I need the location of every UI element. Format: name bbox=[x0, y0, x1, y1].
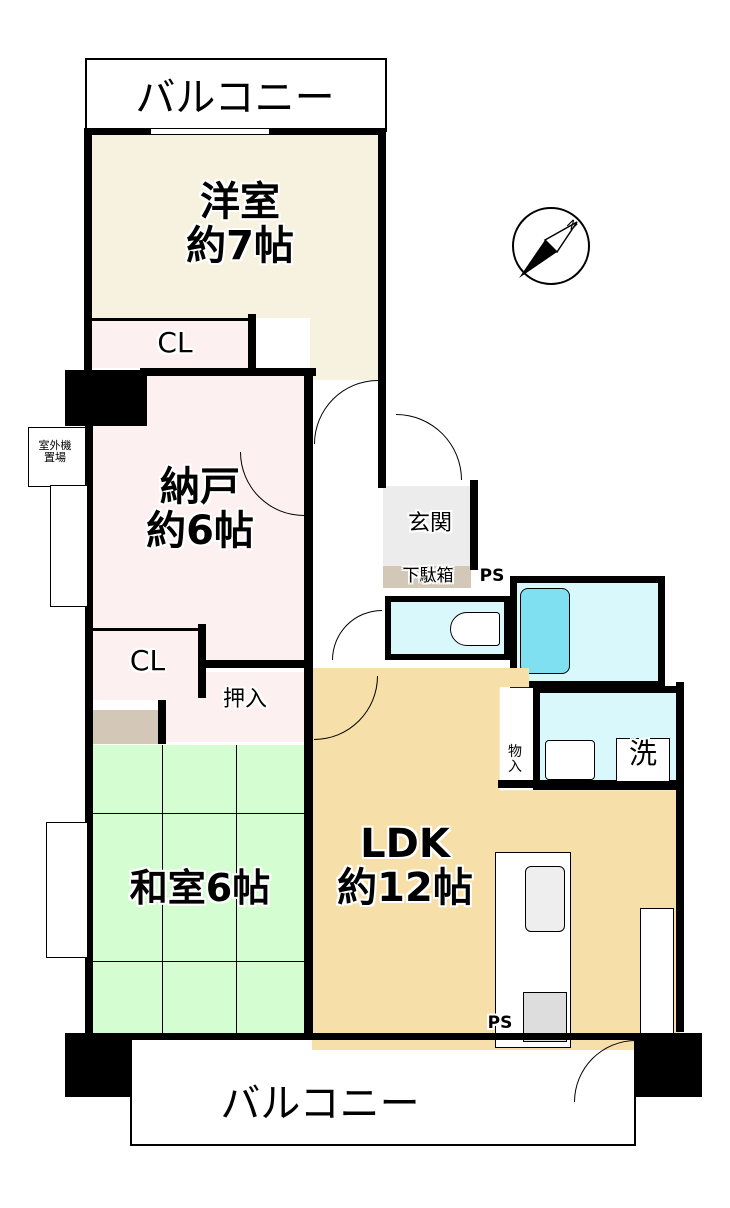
wall bbox=[198, 660, 308, 668]
western-room bbox=[90, 134, 380, 318]
shoe-box bbox=[383, 566, 471, 588]
balcony-bottom bbox=[130, 1040, 636, 1146]
wall bbox=[304, 368, 313, 1038]
balcony-top bbox=[85, 58, 387, 132]
wall bbox=[676, 682, 684, 1032]
wall bbox=[130, 1033, 636, 1040]
western-room-name: 洋室 bbox=[200, 179, 280, 225]
oshiire bbox=[166, 672, 306, 742]
outdoor-unit-label: 室外機置場 bbox=[38, 439, 72, 465]
wall bbox=[140, 368, 316, 376]
western-room-size: 約7帖 bbox=[186, 223, 294, 269]
kitchen-sink-icon bbox=[525, 866, 565, 932]
pillar bbox=[65, 370, 147, 426]
toilet-icon bbox=[450, 612, 500, 646]
wall bbox=[158, 700, 166, 744]
washitsu-label: 和室6帖 bbox=[129, 866, 271, 910]
oshiire-label: 押入 bbox=[222, 687, 267, 712]
closet-1 bbox=[92, 318, 250, 368]
wall bbox=[85, 420, 93, 1040]
closet-2-label: CL bbox=[129, 644, 166, 677]
bathtub-icon bbox=[520, 588, 570, 674]
balcony-bottom-label: バルコニー bbox=[220, 1081, 420, 1127]
western-room-ext bbox=[310, 318, 380, 380]
storage-room-name: 納戸 bbox=[160, 464, 240, 510]
washitsu bbox=[92, 745, 305, 1035]
ldk-name: LDK bbox=[360, 821, 450, 867]
fridge-space bbox=[640, 908, 674, 1038]
storage-room-label: 納戸約6帖 bbox=[120, 465, 280, 553]
closet-1-label: CL bbox=[157, 326, 193, 359]
pillar bbox=[65, 1033, 130, 1097]
compass-icon: N bbox=[512, 207, 590, 285]
shelf bbox=[92, 710, 158, 744]
entrance-label: 玄関 bbox=[407, 511, 452, 536]
storage-room-size: 約6帖 bbox=[146, 508, 254, 554]
ps-1-label: PS bbox=[479, 566, 505, 586]
window bbox=[150, 128, 270, 135]
sink-icon bbox=[545, 740, 595, 780]
door-swing bbox=[314, 380, 378, 444]
ps-2-label: PS bbox=[487, 1013, 513, 1033]
window bbox=[46, 822, 88, 958]
shoe-box-label: 下駄箱 bbox=[402, 566, 454, 586]
wall bbox=[378, 128, 386, 488]
window bbox=[50, 485, 88, 607]
laundry-label: 洗 bbox=[616, 738, 670, 782]
pillar bbox=[636, 1033, 702, 1097]
wall bbox=[84, 128, 92, 374]
door-swing bbox=[332, 610, 382, 660]
ldk-size: 約12帖 bbox=[337, 865, 473, 911]
entrance bbox=[383, 486, 471, 566]
wall bbox=[498, 780, 683, 788]
wall bbox=[248, 314, 256, 370]
storage-label: 物入 bbox=[508, 744, 522, 776]
western-room-label: 洋室約7帖 bbox=[160, 180, 320, 268]
door-swing bbox=[396, 414, 462, 480]
wall bbox=[470, 480, 478, 570]
balcony-top-label: バルコニー bbox=[135, 75, 335, 121]
